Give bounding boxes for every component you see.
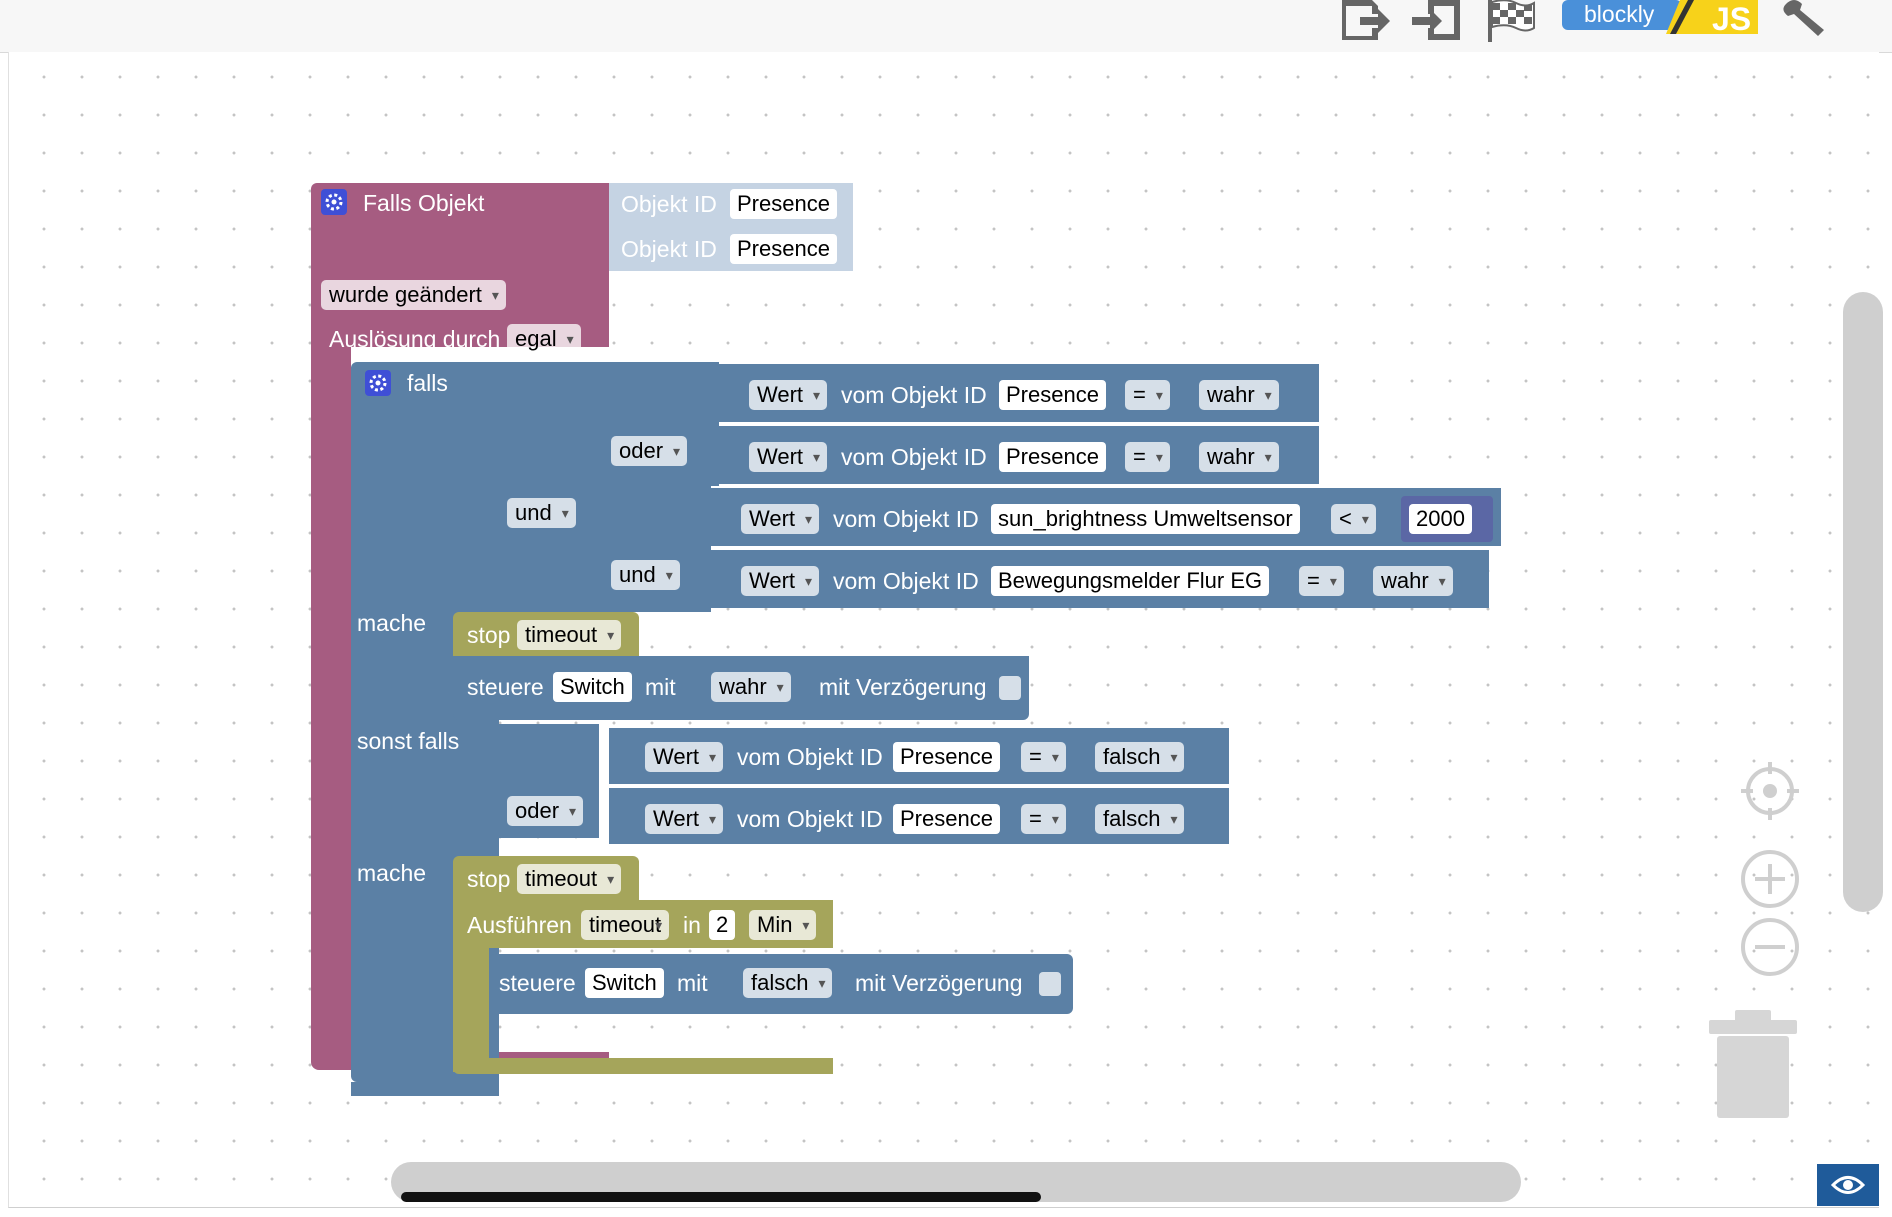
mache-label: mache [357,610,427,636]
trigger-dropdown[interactable]: egal [507,324,581,354]
trigger-block-left-arm[interactable] [311,347,351,1065]
value-dropdown[interactable]: wahr [1199,380,1279,410]
if-block-bottom[interactable] [351,1082,499,1096]
operator-dropdown[interactable]: = [1125,380,1170,410]
svg-text:blockly: blockly [1584,1,1655,27]
object-field[interactable]: sun_brightness Umweltsensor [991,504,1300,534]
vertical-scrollbar[interactable] [1843,292,1883,912]
operator-dropdown[interactable]: = [1125,442,1170,472]
steuere-label: steuere [499,970,576,996]
vom-objekt-label: vom Objekt ID [841,382,987,408]
zoom-in-icon[interactable] [1739,848,1801,910]
wert-dropdown[interactable]: Wert [645,804,724,834]
blockly-workspace[interactable]: Falls Objekt Objekt ID Presence Objekt I… [8,52,1883,1208]
blockly-js-logo[interactable]: blockly JS [1562,0,1758,34]
wert-dropdown[interactable]: Wert [741,566,820,596]
oder-dropdown[interactable]: oder [507,796,584,826]
wert-dropdown[interactable]: Wert [741,504,820,534]
execute-timeout-bottom[interactable] [453,1058,833,1074]
stop-label: stop [467,622,511,648]
operator-dropdown[interactable]: < [1331,504,1376,534]
svg-text:JS: JS [1712,1,1751,34]
in-label: in [683,912,701,938]
number-field[interactable]: 2000 [1409,504,1472,534]
falls-objekt-label: Falls Objekt [363,190,485,216]
operator-dropdown[interactable]: = [1021,804,1066,834]
operator-dropdown[interactable]: = [1021,742,1066,772]
timeout-dropdown[interactable]: timeout [517,620,622,650]
value-dropdown[interactable]: falsch [1095,742,1185,772]
value-dropdown[interactable]: wahr [1199,442,1279,472]
event-dropdown[interactable]: wurde geändert [321,280,506,310]
mit-label: mit [645,674,676,700]
unit-dropdown[interactable]: Min [749,910,817,940]
execute-label: Ausführen [467,912,572,938]
zoom-out-icon[interactable] [1739,916,1801,978]
mit-label: mit [677,970,708,996]
value-dropdown[interactable]: falsch [743,968,833,998]
trigger-label: Auslösung durch [329,326,501,352]
timeout-dropdown[interactable]: timeout [517,864,622,894]
vom-objekt-label: vom Objekt ID [841,444,987,470]
if-condition-spine[interactable] [499,362,599,612]
value-dropdown[interactable]: wahr [711,672,791,702]
delay-checkbox[interactable] [1039,972,1061,996]
view-toggle-button[interactable] [1817,1164,1879,1206]
wert-dropdown[interactable]: Wert [645,742,724,772]
delay-label: mit Verzögerung [819,674,987,700]
object-field[interactable]: Presence [999,380,1106,410]
und-dropdown[interactable]: und [611,560,680,590]
checkered-flag-icon[interactable] [1486,0,1536,42]
wert-dropdown[interactable]: Wert [749,442,828,472]
vom-objekt-label: vom Objekt ID [737,806,883,832]
toolbar: blockly JS [0,0,1892,53]
execute-timeout-arm[interactable] [453,948,489,1072]
gear-icon[interactable] [365,370,391,396]
trigger-block[interactable] [311,183,609,347]
und-block[interactable] [599,486,711,612]
stop-label: stop [467,866,511,892]
vom-objekt-label: vom Objekt ID [737,744,883,770]
wert-dropdown[interactable]: Wert [749,380,828,410]
scroll-indicator [401,1192,1041,1202]
object-field[interactable]: Bewegungsmelder Flur EG [991,566,1270,596]
oder-block[interactable] [599,362,719,486]
target-field[interactable]: Switch [585,968,664,998]
recenter-icon[interactable] [1739,760,1801,822]
eye-icon [1830,1176,1866,1194]
object-field[interactable]: Presence [999,442,1106,472]
import-icon[interactable] [1412,0,1466,42]
target-field[interactable]: Switch [553,672,632,702]
object-field[interactable]: Presence [893,804,1000,834]
export-icon[interactable] [1338,0,1392,42]
object-id-field[interactable]: Presence [730,189,837,219]
steuere-label: steuere [467,674,544,700]
vom-objekt-label: vom Objekt ID [833,506,979,532]
oder-dropdown[interactable]: oder [611,436,688,466]
object-id-label: Objekt ID [621,191,717,217]
value-dropdown[interactable]: falsch [1095,804,1185,834]
gear-icon[interactable] [321,189,347,215]
vom-objekt-label: vom Objekt ID [833,568,979,594]
sonst-falls-label: sonst falls [357,728,460,754]
minutes-field[interactable]: 2 [709,910,736,940]
operator-dropdown[interactable]: = [1299,566,1344,596]
object-id-label: Objekt ID [621,236,717,262]
und-dropdown[interactable]: und [507,498,576,528]
timeout-field[interactable]: timeout [581,910,670,940]
object-id-field[interactable]: Presence [730,234,837,264]
wrench-icon[interactable] [1780,0,1828,36]
falls-label: falls [407,370,448,396]
object-field[interactable]: Presence [893,742,1000,772]
trash-icon[interactable] [1709,1006,1797,1118]
delay-checkbox[interactable] [999,676,1021,700]
delay-label: mit Verzögerung [855,970,1023,996]
value-dropdown[interactable]: wahr [1373,566,1453,596]
mache-label: mache [357,860,427,886]
